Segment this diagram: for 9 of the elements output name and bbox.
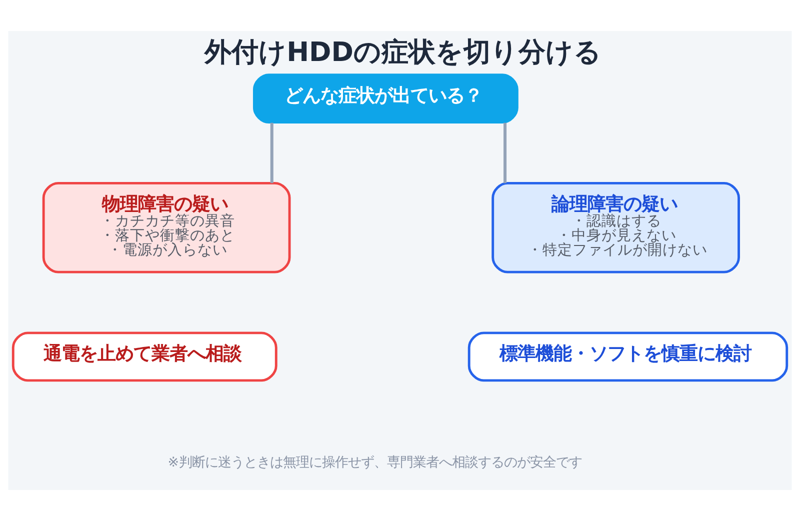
connector — [503, 122, 507, 183]
node-box: 論理障害の疑い ・認識はする ・中身が見えない ・特定ファイルが開けない — [492, 181, 740, 273]
caption: ※判断に迷うときは無理に操作せず、専門業者へ相談するのが安全です — [168, 455, 582, 470]
connector — [270, 122, 274, 183]
node-box: 標準機能・ソフトを慎重に検討 — [468, 331, 788, 382]
diagram-title: 外付けHDDの症状を切り分ける — [204, 36, 602, 68]
node-box: 物理障害の疑い ・カチカチ等の異音 ・落下や衝撃のあと ・電源が入らない — [42, 181, 291, 273]
node-box: 通電を止めて業者へ相談 — [12, 331, 278, 382]
node-box: どんな症状が出ている？ — [252, 73, 518, 124]
